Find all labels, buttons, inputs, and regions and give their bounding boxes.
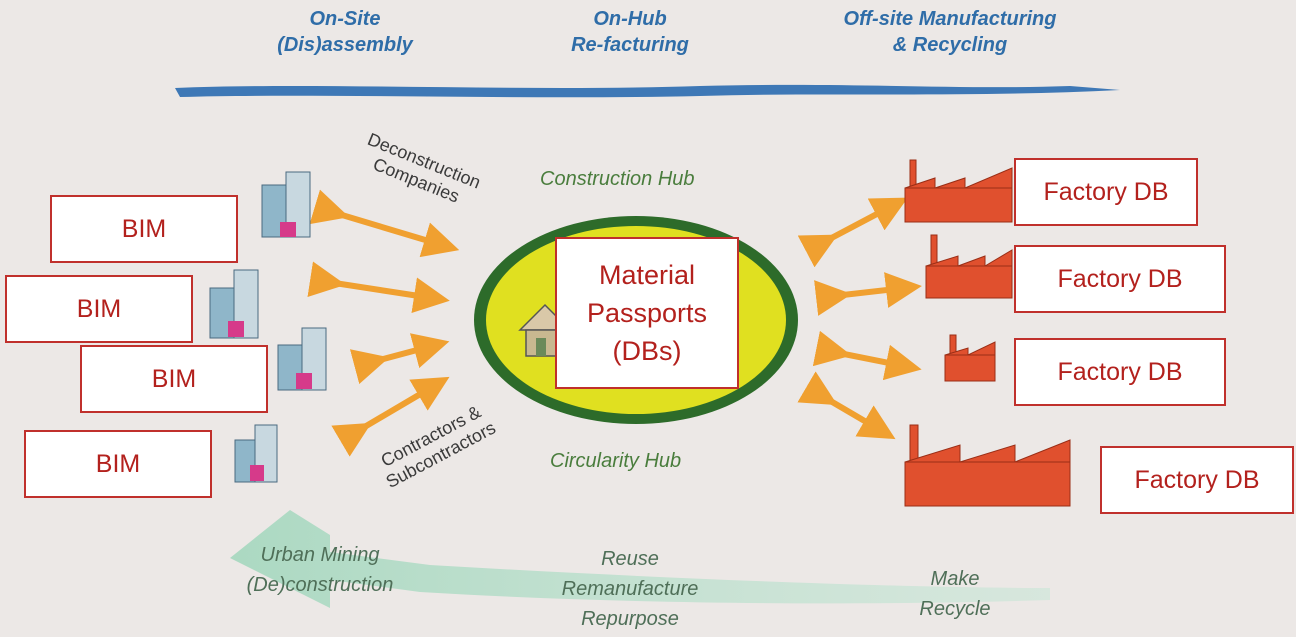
arrow-right-2 (814, 272, 922, 316)
factory-icon-1 (904, 159, 1013, 223)
construction-hub-label: Construction Hub (540, 168, 695, 190)
phase-onsite: On-Site (Dis)assembly (255, 6, 435, 58)
arrow-left-1 (309, 189, 460, 258)
cycle-arrow (230, 510, 1050, 608)
phase-offsite: Off-site Manufacturing & Recycling (810, 6, 1090, 58)
cycle-reuse: Reuse Remanufacture Repurpose (540, 544, 720, 634)
phase-onhub-title: On-Hub (593, 8, 667, 30)
factory-db-box-4[interactable]: Factory DB (1100, 446, 1294, 514)
factory-icon-4 (904, 424, 1071, 507)
urban-mining-label: Urban Mining (260, 544, 380, 566)
arrow-right-3 (812, 330, 922, 381)
phase-offsite-title: Off-site Manufacturing (843, 8, 1057, 30)
cycle-make-recycle: Make Recycle (900, 564, 1010, 624)
reuse-label: Reuse (601, 548, 659, 570)
material-passports-line-2: Passports (586, 298, 708, 328)
bim-box-4[interactable]: BIM (24, 430, 212, 498)
building-icon-1 (261, 171, 311, 238)
phase-onhub: On-Hub Re-facturing (540, 6, 720, 58)
right-arrows (797, 197, 922, 440)
material-passports-line-3: (DBs) (612, 336, 682, 366)
make-label: Make (930, 568, 980, 590)
phase-onhub-subtitle: Re-facturing (571, 34, 689, 56)
bim-box-3[interactable]: BIM (80, 345, 268, 413)
phase-divider-stroke (175, 84, 1120, 98)
material-passports-box[interactable]: Material Passports (DBs) (555, 237, 739, 389)
bim-box-1[interactable]: BIM (50, 195, 238, 263)
repurpose-label: Repurpose (581, 608, 679, 630)
circularity-hub-label: Circularity Hub (550, 450, 682, 472)
factory-icon-2 (925, 234, 1013, 299)
recycle-label: Recycle (919, 598, 991, 620)
factory-icon-3 (944, 334, 996, 382)
factory-db-box-3[interactable]: Factory DB (1014, 338, 1226, 406)
material-passports-line-1: Material (598, 260, 696, 290)
arrow-right-4 (797, 371, 896, 440)
building-icon-2 (209, 269, 259, 339)
arrow-right-1 (797, 197, 908, 268)
phase-onsite-subtitle: (Dis)assembly (277, 34, 413, 56)
phase-offsite-subtitle: & Recycling (892, 34, 1008, 56)
phase-onsite-title: On-Site (309, 8, 381, 30)
factory-db-box-2[interactable]: Factory DB (1014, 245, 1226, 313)
building-icon-4 (234, 424, 278, 483)
cycle-urban-mining: Urban Mining (De)construction (220, 540, 420, 600)
arrow-left-2 (307, 261, 450, 314)
arrow-left-3 (349, 333, 450, 385)
bim-box-2[interactable]: BIM (5, 275, 193, 343)
left-arrows (307, 189, 460, 457)
building-icon-3 (277, 327, 327, 391)
arrow-left-4 (331, 376, 450, 457)
remanufacture-label: Remanufacture (561, 578, 699, 600)
factory-db-box-1[interactable]: Factory DB (1014, 158, 1198, 226)
deconstruction-cycle-label: (De)construction (246, 574, 394, 596)
